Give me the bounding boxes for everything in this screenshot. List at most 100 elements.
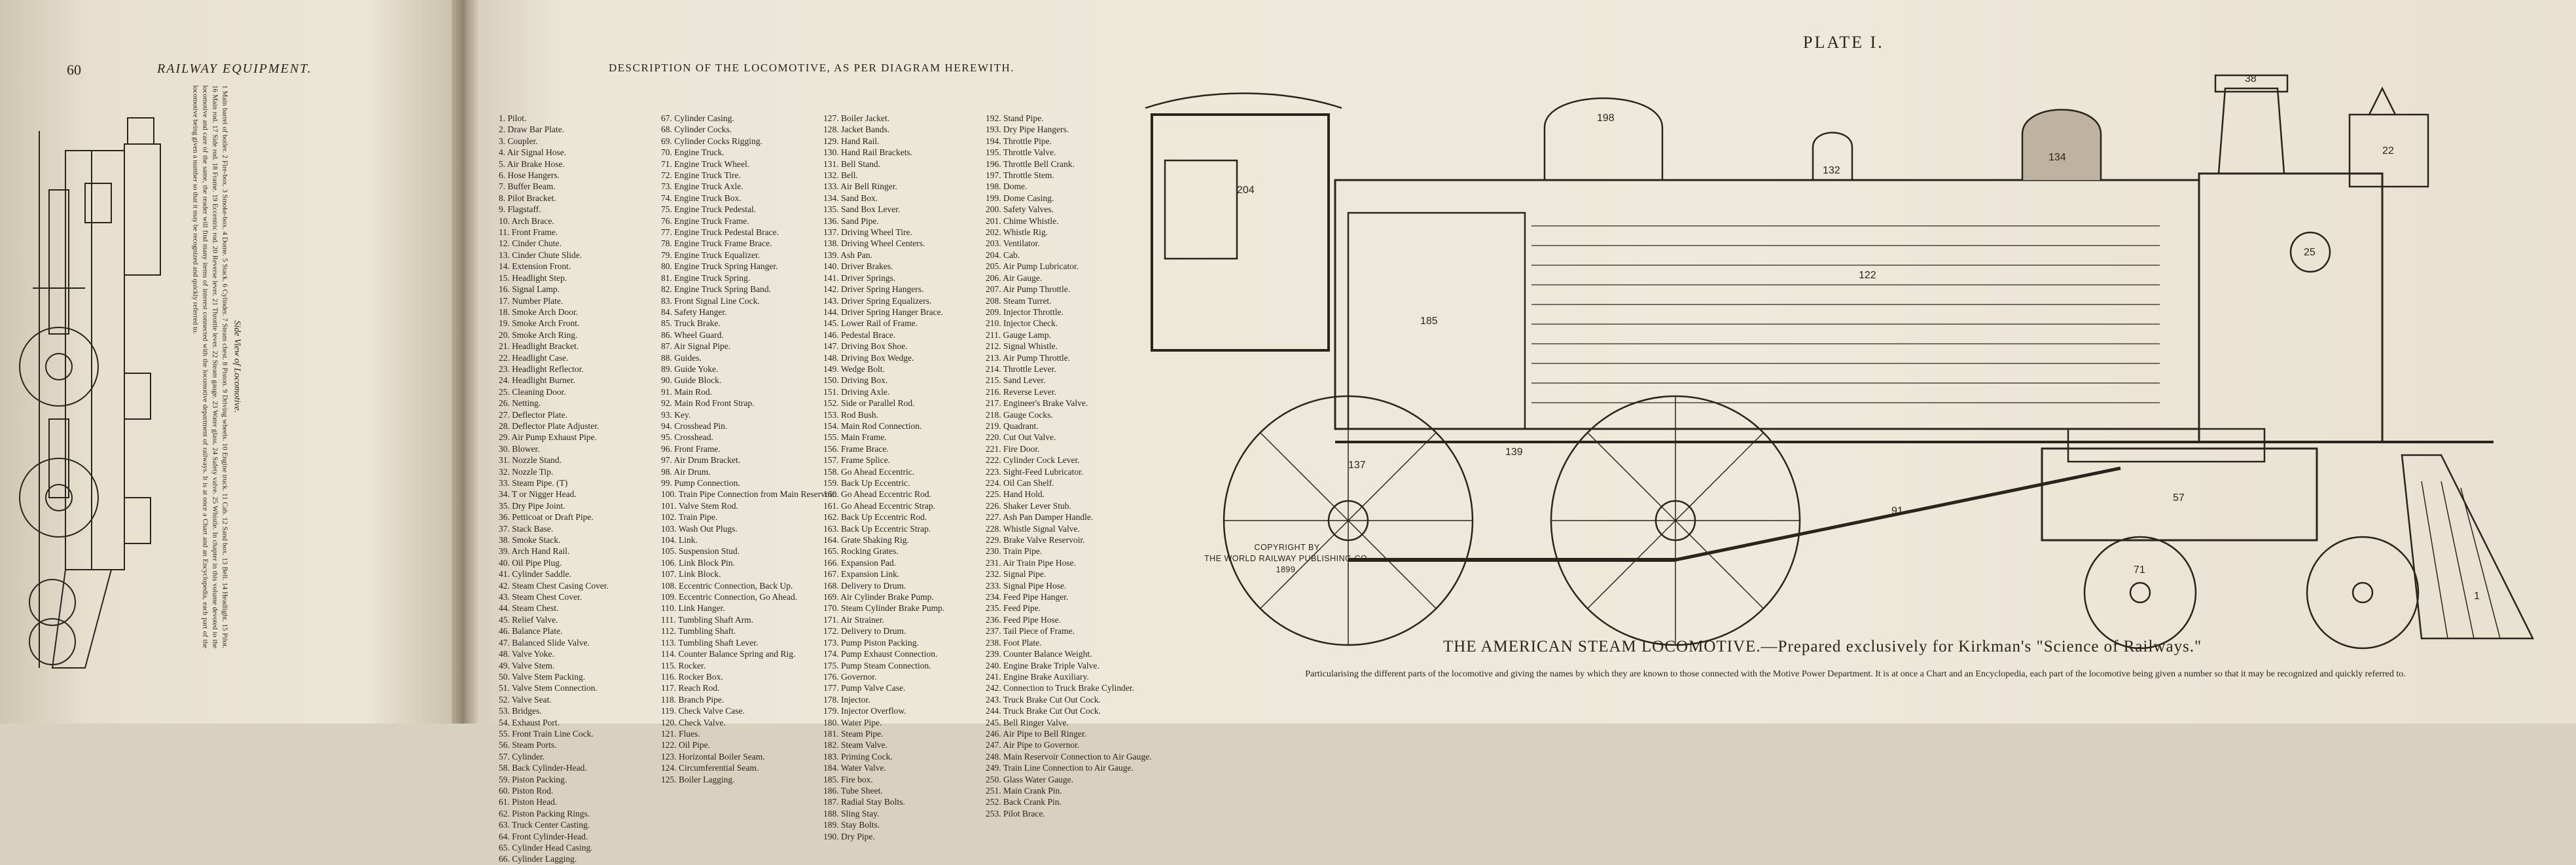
label-fire-box: 185 — [1420, 316, 1438, 327]
legend-item: 120. Check Valve. — [661, 717, 726, 727]
legend-item: 220. Cut Out Valve. — [986, 432, 1056, 443]
legend-item: 51. Valve Stem Connection. — [499, 683, 598, 693]
legend-item: 91. Main Rod. — [661, 386, 713, 397]
legend-item: 167. Expansion Link. — [823, 569, 900, 580]
legend-item: 211. Gauge Lamp. — [986, 329, 1051, 340]
legend-item: 158. Go Ahead Eccentric. — [823, 466, 915, 477]
legend-item: 201. Chime Whistle. — [986, 215, 1059, 226]
legend-item: 215. Sand Lever. — [986, 375, 1046, 386]
legend-item: 33. Steam Pipe. (T) — [499, 478, 568, 488]
legend-item: 123. Horizontal Boiler Seam. — [661, 751, 765, 762]
legend-item: 2. Draw Bar Plate. — [499, 124, 565, 135]
legend-item: 41. Cylinder Saddle. — [499, 569, 571, 580]
legend-item: 156. Frame Brace. — [823, 443, 889, 454]
legend-item: 31. Nozzle Stand. — [499, 455, 562, 466]
label-ash-pan: 139 — [1505, 447, 1523, 458]
legend-item: 3. Coupler. — [499, 136, 538, 146]
side-view-locomotive-drawing — [19, 117, 161, 669]
left-page — [0, 0, 458, 724]
legend-item: 233. Signal Pipe Hose. — [986, 580, 1067, 591]
legend-item: 25. Cleaning Door. — [499, 386, 566, 397]
legend-item: 229. Brake Valve Reservoir. — [986, 535, 1085, 545]
legend-item: 10. Arch Brace. — [499, 215, 554, 226]
legend-item: 175. Pump Steam Connection. — [823, 660, 931, 671]
legend-item: 209. Injector Throttle. — [986, 306, 1064, 317]
legend-item: 116. Rocker Box. — [661, 671, 723, 682]
legend-item: 50. Valve Stem Packing. — [499, 671, 586, 682]
legend-item: 112. Tumbling Shaft. — [661, 626, 736, 636]
legend-item: 184. Water Valve. — [823, 763, 886, 773]
label-boiler: 122 — [1859, 270, 1876, 281]
legend-item: 104. Link. — [661, 535, 698, 545]
legend-item: 153. Rod Bush. — [823, 409, 879, 420]
legend-item: 14. Extension Front. — [499, 261, 571, 272]
legend-item: 173. Pump Piston Packing. — [823, 637, 919, 648]
plate-sub-caption: Particularising the different parts of t… — [1305, 669, 2406, 679]
legend-item: 239. Counter Balance Weight. — [986, 649, 1092, 659]
side-view-caption: Side View of Locomotive. 1 Main barrel o… — [190, 85, 242, 648]
legend-item: 204. Cab. — [986, 249, 1020, 260]
legend-item: 79. Engine Truck Equalizer. — [661, 249, 760, 260]
legend-item: 199. Dome Casing. — [986, 193, 1054, 203]
legend-item: 97. Air Drum Bracket. — [661, 455, 741, 466]
legend-item: 182. Steam Valve. — [823, 740, 887, 750]
legend-item: 190. Dry Pipe. — [823, 831, 875, 841]
label-cylinder: 57 — [2173, 492, 2185, 504]
legend-item: 29. Air Pump Exhaust Pipe. — [499, 432, 598, 443]
legend-item: 219. Quadrant. — [986, 420, 1039, 431]
legend-item: 18. Smoke Arch Door. — [499, 306, 579, 317]
legend-item: 138. Driving Wheel Centers. — [823, 238, 925, 249]
legend-item: 247. Air Pipe to Governor. — [986, 740, 1080, 750]
legend-item: 249. Train Line Connection to Air Gauge. — [986, 763, 1134, 773]
legend-item: 197. Throttle Stem. — [986, 170, 1054, 181]
legend-item: 183. Priming Cock. — [823, 751, 893, 762]
legend-item: 165. Rocking Grates. — [823, 546, 899, 557]
legend-item: 179. Injector Overflow. — [823, 706, 906, 716]
legend-item: 58. Back Cylinder-Head. — [499, 763, 587, 773]
legend-item: 121. Flues. — [661, 728, 700, 739]
legend-item: 63. Truck Center Casting. — [499, 820, 590, 830]
legend-item: 16. Signal Lamp. — [499, 284, 560, 295]
legend-item: 143. Driver Spring Equalizers. — [823, 295, 932, 306]
legend-item: 225. Hand Hold. — [986, 489, 1045, 500]
legend-item: 70. Engine Truck. — [661, 147, 724, 158]
legend-item: 226. Shaker Lever Stub. — [986, 500, 1071, 511]
description-heading: DESCRIPTION OF THE LOCOMOTIVE, AS PER DI… — [609, 62, 1015, 74]
legend-item: 39. Arch Hand Rail. — [499, 546, 570, 557]
side-view-caption-title: Side View of Locomotive. — [232, 320, 242, 413]
legend-item: 26. Netting. — [499, 398, 541, 409]
legend-item: 188. Sling Stay. — [823, 808, 880, 819]
legend-item: 75. Engine Truck Pedestal. — [661, 204, 757, 215]
legend-item: 78. Engine Truck Frame Brace. — [661, 238, 772, 249]
legend-item: 15. Headlight Step. — [499, 272, 567, 283]
legend-item: 161. Go Ahead Eccentric Strap. — [823, 500, 935, 511]
legend-item: 77. Engine Truck Pedestal Brace. — [661, 227, 779, 238]
legend-item: 107. Link Block. — [661, 569, 721, 580]
legend-item: 187. Radial Stay Bolts. — [823, 797, 905, 807]
legend-item: 208. Steam Turret. — [986, 295, 1052, 306]
legend-item: 154. Main Rod Connection. — [823, 420, 922, 431]
legend-item: 125. Boiler Lagging. — [661, 774, 735, 784]
legend-item: 87. Air Signal Pipe. — [661, 341, 731, 352]
legend-item: 237. Tail Piece of Frame. — [986, 626, 1075, 636]
legend-item: 27. Deflector Plate. — [499, 409, 567, 420]
legend-item: 36. Petticoat or Draft Pipe. — [499, 512, 594, 523]
legend-item: 53. Bridges. — [499, 706, 542, 716]
legend-item: 200. Safety Valves. — [986, 204, 1054, 215]
legend-item: 76. Engine Truck Frame. — [661, 215, 749, 226]
legend-item: 9. Flagstaff. — [499, 204, 541, 215]
legend-item: 43. Steam Chest Cover. — [499, 592, 582, 602]
legend-item: 168. Delivery to Drum. — [823, 580, 906, 591]
legend-item: 217. Engineer's Brake Valve. — [986, 398, 1088, 409]
legend-item: 82. Engine Truck Spring Band. — [661, 284, 772, 295]
page-number: 60 — [67, 62, 81, 78]
legend-item: 181. Steam Pipe. — [823, 728, 884, 739]
legend-item: 172. Delivery to Drum. — [823, 626, 906, 636]
plate-title: PLATE I. — [1803, 33, 1884, 52]
legend-item: 210. Injector Check. — [986, 318, 1058, 329]
legend-item: 86. Wheel Guard. — [661, 329, 724, 340]
copyright-notice: COPYRIGHT BY THE WORLD RAILWAY PUBLISHIN… — [1204, 542, 1370, 576]
legend-item: 28. Deflector Plate Adjuster. — [499, 420, 599, 431]
legend-item: 96. Front Frame. — [661, 443, 721, 454]
legend-item: 174. Pump Exhaust Connection. — [823, 649, 938, 659]
